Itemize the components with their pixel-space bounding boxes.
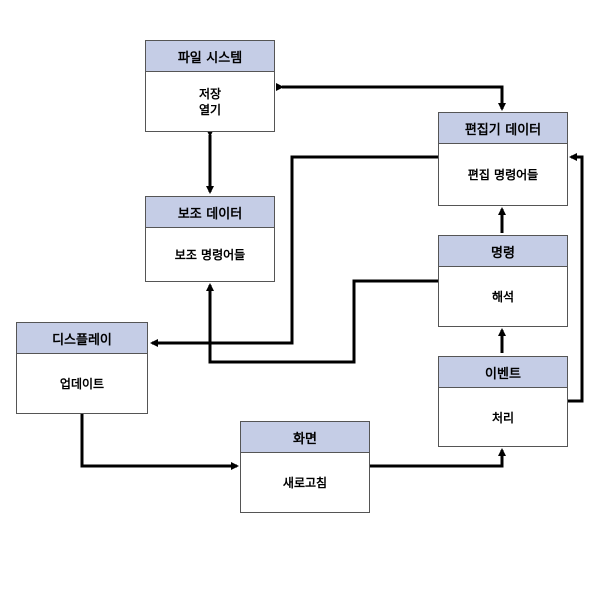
node-command-line-1: 해석 bbox=[491, 290, 515, 304]
node-event-line-1: 처리 bbox=[491, 410, 515, 425]
node-screen-line-1: 새로고침 bbox=[282, 476, 328, 490]
node-event-title: 이벤트 bbox=[439, 357, 567, 388]
edge-filesystem-editor bbox=[276, 83, 506, 111]
node-display: 디스플레이 업데이트 bbox=[16, 322, 148, 414]
edge-editor-display bbox=[150, 155, 438, 347]
node-event: 이벤트 처리 bbox=[438, 356, 568, 447]
node-filesystem-line-1: 저장 bbox=[198, 87, 222, 101]
node-command-title: 명령 bbox=[439, 236, 567, 267]
node-filesystem: 파일 시스템 저장 열기 bbox=[145, 40, 275, 132]
edge-screen-event bbox=[369, 448, 506, 468]
node-aux-data: 보조 데이터 보조 명령어들 bbox=[145, 196, 275, 282]
node-editor-data-title: 편집기 데이터 bbox=[439, 113, 567, 144]
edge-display-screen bbox=[80, 414, 239, 470]
node-filesystem-line-2: 열기 bbox=[198, 103, 222, 117]
node-display-line-1: 업데이트 bbox=[59, 377, 105, 391]
node-editor-data: 편집기 데이터 편집 명령어들 bbox=[438, 112, 568, 206]
node-aux-data-title: 보조 데이터 bbox=[146, 197, 274, 228]
node-filesystem-title: 파일 시스템 bbox=[146, 41, 274, 72]
node-editor-data-line-1: 편집 명령어들 bbox=[467, 168, 539, 182]
node-screen-title: 화면 bbox=[241, 422, 369, 453]
edge-event-editor bbox=[567, 153, 584, 403]
node-aux-data-line-1: 보조 명령어들 bbox=[174, 248, 246, 262]
node-command: 명령 해석 bbox=[438, 235, 568, 327]
node-screen: 화면 새로고침 bbox=[240, 421, 370, 513]
edge-command-aux bbox=[206, 279, 438, 364]
node-display-title: 디스플레이 bbox=[17, 323, 147, 354]
